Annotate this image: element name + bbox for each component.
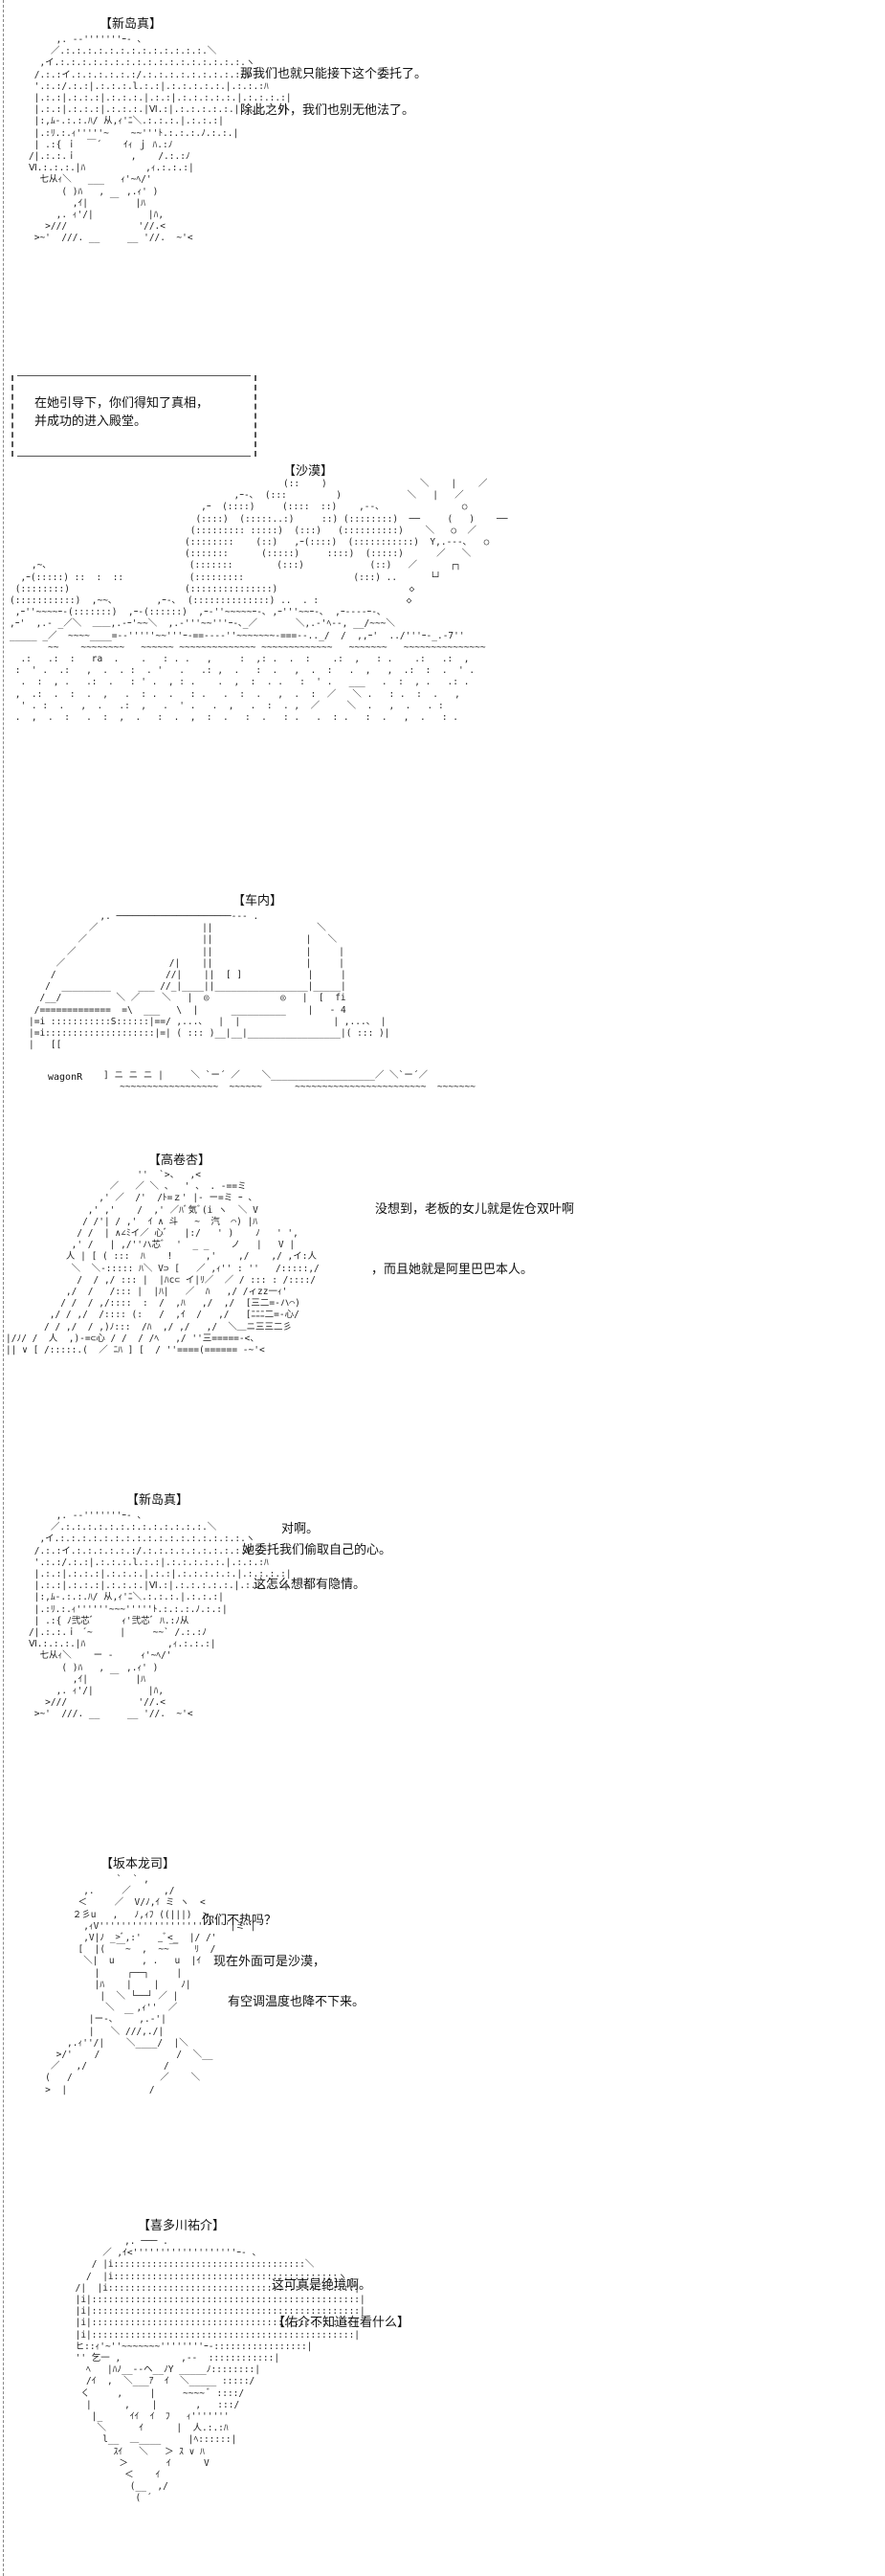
dialog-line: 对啊。 bbox=[281, 1522, 320, 1536]
narration-text: 在她引导下，你们得知了真相， 并成功的进入殿堂。 bbox=[34, 394, 245, 431]
speaker-label: 【坂本龙司】 bbox=[100, 1857, 176, 1871]
ascii-art-yusuke: ,. ─── . ／ ,ｲ<'''''''''''''''''''ｰ- 、 / … bbox=[75, 2236, 365, 2504]
narration-line: 在她引导下，你们得知了真相， bbox=[34, 396, 210, 411]
dialog-line: 这可真是绝境啊。 bbox=[272, 2278, 372, 2293]
left-dashed-border bbox=[3, 0, 4, 2576]
speaker-label: 【新岛真】 bbox=[126, 1493, 189, 1508]
dialog-line: 除此之外，我们也别无他法了。 bbox=[240, 103, 415, 118]
ascii-art-makoto: ,. -‐'''''''ｰ- 、 ／.:.:.:.:.:.:.:.:.:.:.:… bbox=[29, 34, 292, 244]
speaker-label: 【新岛真】 bbox=[100, 17, 163, 32]
dialog-line: 没想到，老板的女儿就是佐仓双叶啊 bbox=[375, 1202, 575, 1217]
license-plate: wagonR bbox=[48, 1072, 83, 1083]
dialog-line: 【佑介不知道在看什么】 bbox=[273, 2316, 410, 2330]
ascii-art-ann: '' `>、 ,< ／ ／ ＼ 、 ' 、 . -==ミ ,' ／ /' /ﾄ=… bbox=[6, 1170, 320, 1356]
dialog-line: 你们不热吗？ bbox=[202, 1914, 277, 1928]
narration-box: 在她引导下，你们得知了真相， 并成功的进入殿堂。 bbox=[11, 375, 256, 457]
dialog-line: ，而且她就是阿里巴巴本人。 bbox=[371, 1263, 534, 1277]
dialog-line: 这怎么想都有隐情。 bbox=[254, 1578, 366, 1592]
location-label: 【车内】 bbox=[232, 894, 283, 908]
speaker-label: 【高卷杏】 bbox=[148, 1154, 211, 1168]
ascii-art-car: ,. ─────────────────────--- . ／ || ＼ ／ |… bbox=[29, 911, 390, 1051]
dialog-line: 现在外面可是沙漠， bbox=[213, 1955, 326, 1969]
narration-line: 并成功的进入殿堂。 bbox=[34, 414, 147, 429]
dialog-line: 有空调温度也降不下来。 bbox=[228, 1995, 365, 2009]
ascii-art-makoto-2: ,. -‐'''''''ｰ- 、 ／.:.:.:.:.:.:.:.:.:.:.:… bbox=[29, 1511, 292, 1720]
ascii-art-car-bottom: ] ニ ニ ニ | ＼ `ー´ ／ ＼___________________／ … bbox=[103, 1070, 476, 1093]
dialog-line: 她委托我们偷取自己的心。 bbox=[242, 1543, 392, 1557]
location-label: 【沙漠】 bbox=[283, 464, 334, 479]
ascii-art-desert: (:: ) ＼ | ／ ,ｰ-､ (::: ) ＼ | ／ ,ｰ (::::) … bbox=[10, 479, 508, 724]
dialog-line: 那我们也就只能接下这个委托了。 bbox=[240, 67, 428, 81]
speaker-label: 【喜多川祐介】 bbox=[138, 2219, 226, 2233]
ascii-art-ryuji: ` ` , ,. ／ ,/ ＜ ／ V/ﾉ,ｲ ミ ヽ < ２彡u , ﾉ,ｨﾌ… bbox=[45, 1874, 256, 2095]
